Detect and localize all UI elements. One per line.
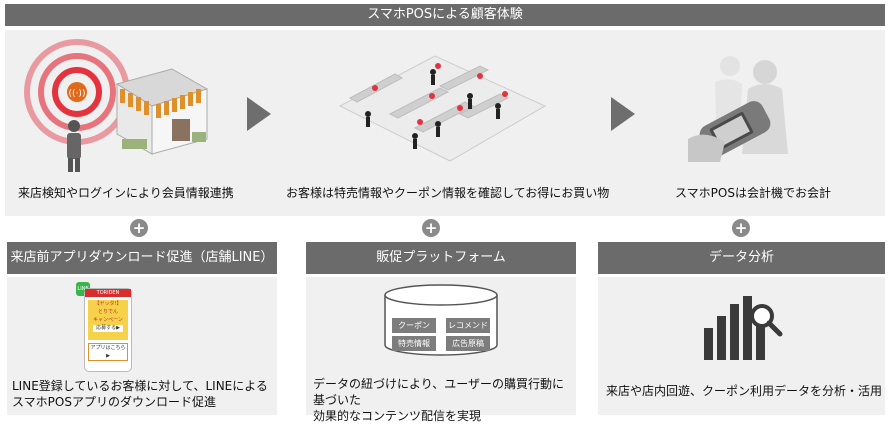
desc-line: データの紐づけにより、ユーザーの購買行動に基づいた xyxy=(313,376,575,408)
store-floor-icon xyxy=(320,36,550,176)
store-radar-icon: ((·)) xyxy=(22,34,222,174)
handheld-pos-icon xyxy=(680,44,810,169)
panel-desc-promo-platform: データの紐づけにより、ユーザーの購買行動に基づいた 効果的なコンテンツ配信を実現 xyxy=(313,376,575,424)
tag-coupon: クーポン xyxy=(392,318,436,333)
plus-icon: + xyxy=(422,219,440,237)
desc-line: スマホPOSアプリのダウンロード促進 xyxy=(12,394,274,410)
desc-line: 効果的なコンテンツ配信を実現 xyxy=(313,408,575,424)
toriden-logo: TORIDEN xyxy=(85,289,131,297)
plus-icon: + xyxy=(732,219,750,237)
campaign-banner: 【ヤッタ!】 とりでん キャンペーン 応募する▶ xyxy=(88,300,128,340)
step-label-shopping: お客様は特売情報やクーポン情報を確認してお得にお買い物 xyxy=(286,184,586,201)
tag-ad-copy: 広告原稿 xyxy=(446,336,490,351)
desc-line: 来店や店内回遊、クーポン利用データを分析・活用 xyxy=(606,383,882,399)
flow-arrow-2 xyxy=(611,97,635,131)
tag-recommend: レコメンド xyxy=(446,318,490,333)
tag-sale-info: 特売情報 xyxy=(392,336,436,351)
bar-chart-magnifier-icon xyxy=(700,294,785,362)
campaign-line: とりでん xyxy=(88,308,128,316)
flow-arrow-1 xyxy=(247,97,271,131)
panel-desc-data-analysis: 来店や店内回遊、クーポン利用データを分析・活用 xyxy=(606,383,882,399)
panel-title-promo-platform: 販促プラットフォーム xyxy=(306,242,576,274)
step-label-detection: 来店検知やログインにより会員情報連携 xyxy=(18,184,228,201)
svg-text:((·)): ((·)) xyxy=(69,89,86,99)
apply-button: 応募する▶ xyxy=(93,325,123,332)
panel-desc-line-promotion: LINE登録しているお客様に対して、LINEによる スマホPOSアプリのダウンロ… xyxy=(12,378,274,410)
panel-title-data-analysis: データ分析 xyxy=(598,242,885,274)
plus-icon: + xyxy=(130,219,148,237)
step-label-checkout: スマホPOSは会計機でお会計 xyxy=(648,184,858,201)
desc-line: LINE登録しているお客様に対して、LINEによる xyxy=(12,378,274,394)
campaign-line: キャンペーン xyxy=(88,316,128,324)
panel-title-line-promotion: 来店前アプリダウンロード促進（店舗LINE） xyxy=(7,242,277,274)
campaign-line: 【ヤッタ!】 xyxy=(88,300,128,308)
app-button: アプリはこちら▶ xyxy=(88,343,128,361)
page-banner: スマホPOSによる顧客体験 xyxy=(5,4,885,26)
phone-mockup: TORIDEN 【ヤッタ!】 とりでん キャンペーン 応募する▶ アプリはこちら… xyxy=(84,288,132,372)
